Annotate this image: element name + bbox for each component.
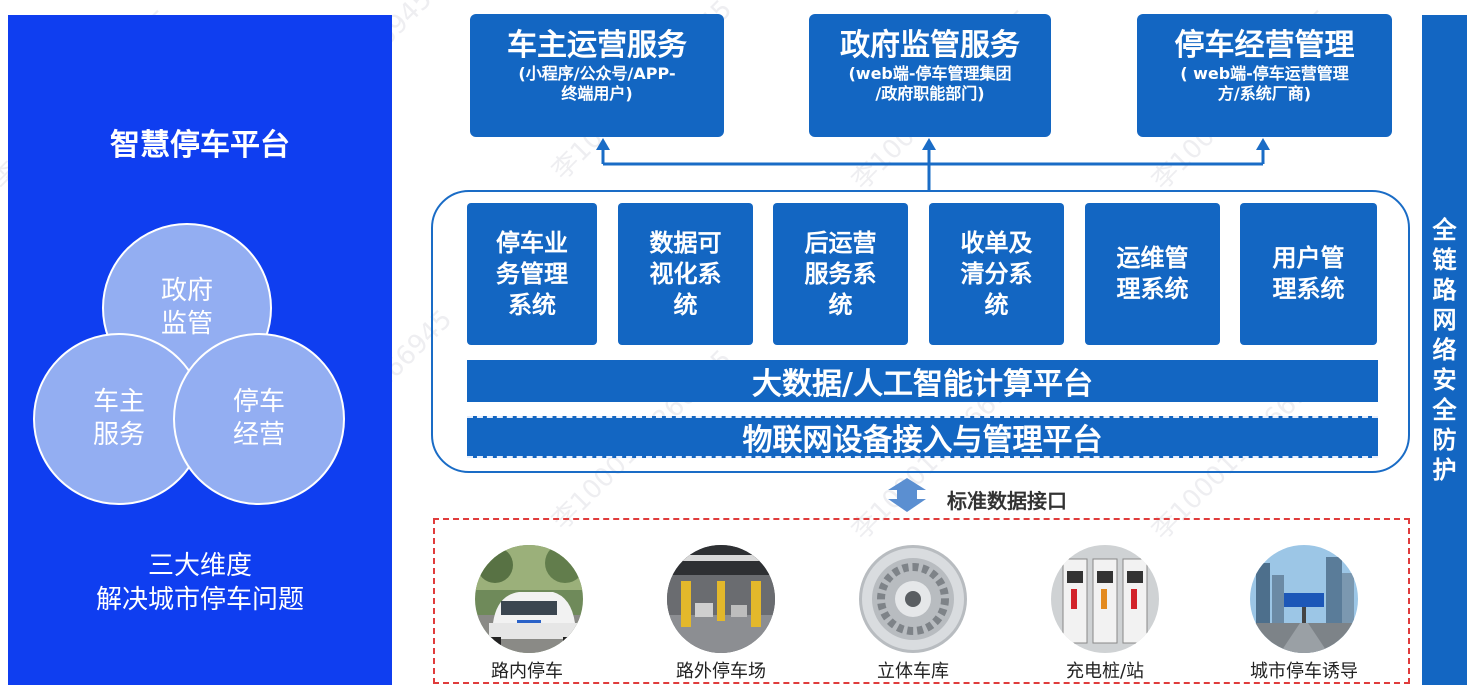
ai-computing-platform: 大数据/人工智能计算平台 xyxy=(467,360,1378,402)
system-acquiring-clearing: 收单及 清分系 统 xyxy=(929,203,1064,345)
system-user-management: 用户管 理系统 xyxy=(1240,203,1377,345)
core-system-frame xyxy=(431,190,1410,473)
left-panel: 智慧停车平台 政府 监管 车主 服务 停车 经营 三大维度 解决城市停车问题 xyxy=(8,15,392,685)
photo-on-street-parking xyxy=(475,545,583,653)
service-title: 政府监管服务 xyxy=(840,28,1020,63)
device-label-charging: 充电桩/站 xyxy=(1065,661,1145,682)
security-protection-bar: 全 链 路 网 络 安 全 防 护 xyxy=(1422,15,1467,685)
standard-data-interface-label: 标准数据接口 xyxy=(947,489,1067,513)
service-subtitle: ( web端-停车运营管理 方/系统厂商) xyxy=(1180,64,1349,103)
service-box-government: 政府监管服务 (web端-停车管理集团 /政府职能部门) xyxy=(809,14,1051,137)
system-post-operation: 后运营 服务系 统 xyxy=(773,203,908,345)
device-label-city-guidance: 城市停车诱导 xyxy=(1250,661,1358,682)
dimension-subcaption: 解决城市停车问题 xyxy=(95,585,304,615)
device-label-off-street: 路外停车场 xyxy=(676,661,766,682)
service-box-owner: 车主运营服务 (小程序/公众号/APP- 终端用户) xyxy=(470,14,724,137)
service-box-parking: 停车经营管理 ( web端-停车运营管理 方/系统厂商) xyxy=(1137,14,1392,137)
circle-parking-operation: 停车 经营 xyxy=(173,333,345,505)
service-subtitle: (小程序/公众号/APP- 终端用户) xyxy=(518,64,676,103)
system-parking-business: 停车业 务管理 系统 xyxy=(467,203,597,345)
device-region xyxy=(433,518,1410,684)
photo-city-parking-guidance xyxy=(1250,545,1358,653)
service-title: 停车经营管理 xyxy=(1174,28,1355,63)
device-label-stereo-garage: 立体车库 xyxy=(877,661,949,682)
system-ops-maintenance: 运维管 理系统 xyxy=(1085,203,1220,345)
platform-title: 智慧停车平台 xyxy=(110,128,290,163)
iot-access-platform: 物联网设备接入与管理平台 xyxy=(467,416,1378,458)
service-subtitle: (web端-停车管理集团 /政府职能部门) xyxy=(848,64,1012,103)
system-data-visualization: 数据可 视化系 统 xyxy=(618,203,753,345)
photo-off-street-parking-lot xyxy=(667,545,775,653)
photo-stereo-garage xyxy=(859,545,967,653)
dimension-caption: 三大维度 xyxy=(147,551,252,581)
photo-charging-station xyxy=(1051,545,1159,653)
device-label-on-street: 路内停车 xyxy=(491,661,563,682)
service-title: 车主运营服务 xyxy=(507,28,687,63)
